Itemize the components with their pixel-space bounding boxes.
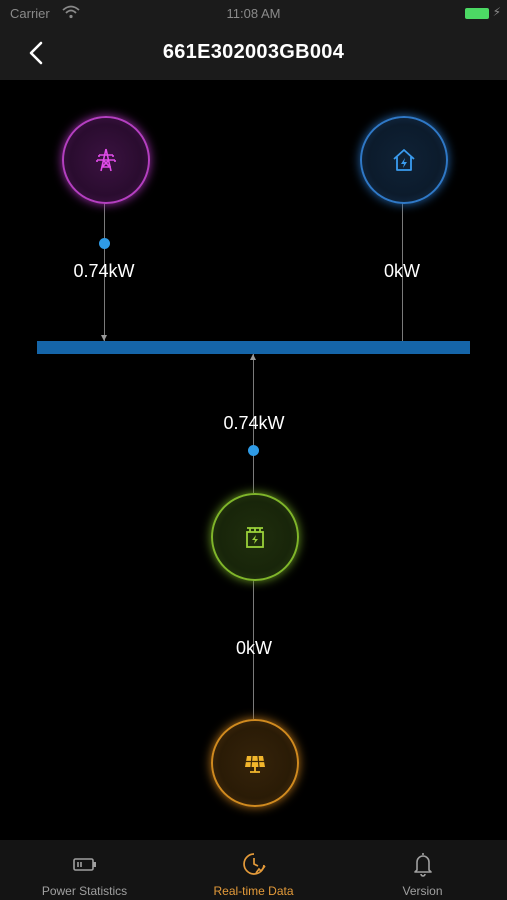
bell-icon bbox=[414, 853, 432, 877]
navigation-bar: 661E302003GB004 bbox=[0, 28, 507, 80]
carrier-label: Carrier bbox=[10, 6, 50, 21]
status-bar: Carrier 11:08 AM ⚡ bbox=[0, 0, 507, 28]
solar-power-value: 0kW bbox=[236, 638, 272, 658]
inverter-power-value: 0.74kW bbox=[223, 413, 285, 433]
home-power-value: 0kW bbox=[384, 261, 420, 281]
inverter-flow-arrow bbox=[250, 354, 256, 360]
inverter-flow-dot bbox=[248, 445, 259, 456]
tab-label-real-time-data: Real-time Data bbox=[213, 884, 294, 898]
tab-version[interactable]: Version bbox=[338, 840, 507, 900]
house-bolt-icon bbox=[393, 149, 415, 171]
back-button[interactable] bbox=[22, 38, 52, 68]
battery-icon bbox=[73, 858, 96, 871]
grid-flow-dot bbox=[99, 238, 110, 249]
tab-label-version: Version bbox=[402, 884, 443, 898]
grid-wire bbox=[104, 200, 105, 341]
clock-chart-icon bbox=[243, 853, 266, 875]
inverter-wire bbox=[253, 354, 254, 493]
inverter-icon bbox=[246, 527, 264, 548]
bottom-tab-bar: Power Statistics Real-time Data Version bbox=[0, 840, 507, 900]
solar-wire bbox=[253, 577, 254, 719]
battery-status-icon bbox=[465, 8, 489, 19]
home-load-node[interactable] bbox=[360, 116, 448, 204]
solar-pv-node[interactable] bbox=[211, 719, 299, 807]
home-wire bbox=[402, 200, 403, 341]
power-bus-bar bbox=[37, 341, 470, 354]
status-time: 11:08 AM bbox=[226, 6, 281, 21]
tab-real-time-data[interactable]: Real-time Data bbox=[169, 840, 338, 900]
tab-power-statistics[interactable]: Power Statistics bbox=[0, 840, 169, 900]
inverter-node[interactable] bbox=[211, 493, 299, 581]
tab-label-power-statistics: Power Statistics bbox=[41, 884, 128, 898]
wifi-icon bbox=[62, 5, 80, 19]
transmission-tower-icon bbox=[96, 148, 116, 172]
solar-panel-icon bbox=[245, 755, 265, 773]
charging-bolt-icon: ⚡ bbox=[492, 5, 501, 19]
page-title: 661E302003GB004 bbox=[162, 41, 345, 63]
grid-node[interactable] bbox=[62, 116, 150, 204]
grid-power-value: 0.74kW bbox=[73, 261, 135, 281]
energy-flow-diagram: 0.74kW 0kW 0.74kW 0kW bbox=[0, 80, 507, 840]
grid-flow-arrow bbox=[101, 335, 107, 341]
